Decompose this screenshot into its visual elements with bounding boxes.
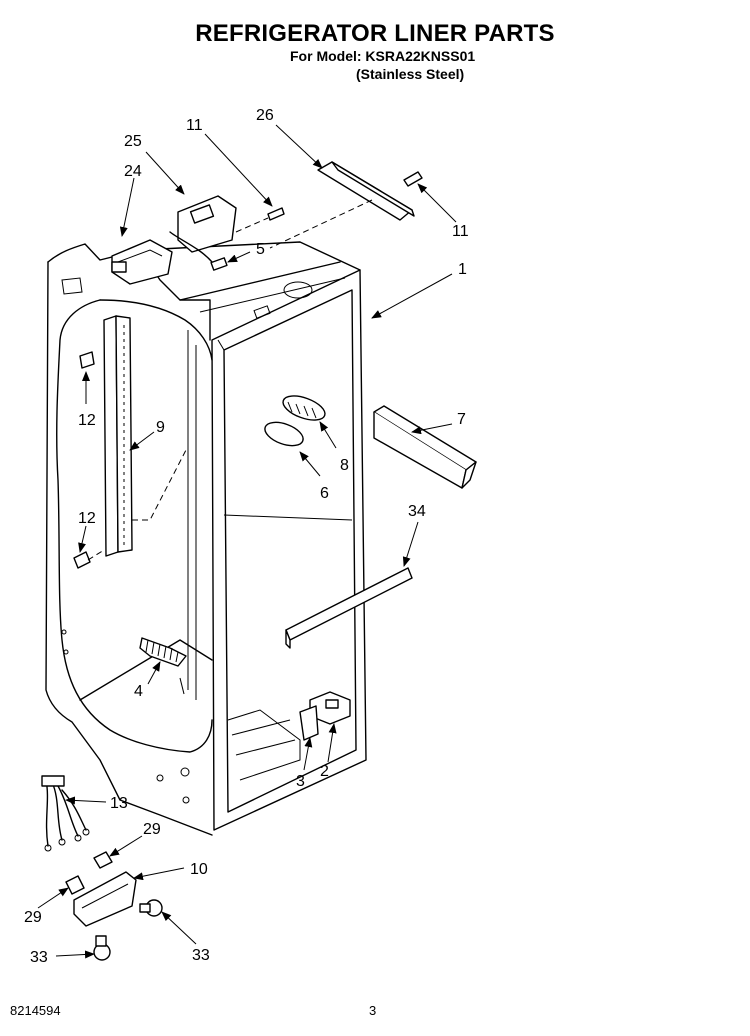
callout-10: 10 [190,861,208,878]
finish-label: (Stainless Steel) [356,66,465,82]
part-11-screw-right [403,171,423,187]
callout-12-upper: 12 [78,412,96,429]
part-4-grille [139,637,187,667]
callout-33-left: 33 [30,949,48,966]
part-12-leader-lower [87,549,105,561]
callout-26: 26 [256,107,274,124]
part-29-clip-right [93,851,113,869]
part-26-channel [317,161,415,221]
part-11-leader-left [235,217,269,233]
part-34-rail [285,567,413,649]
part-26-leader [269,199,373,249]
callout-labels: 1 2 3 4 5 6 7 8 9 10 11 11 12 12 13 24 2… [24,107,469,966]
callout-25: 25 [124,133,142,150]
callout-3: 3 [296,773,305,790]
part-5-harness [169,231,228,271]
leader-lines [37,124,457,959]
part-8-vent [282,395,326,421]
part-33-bulb-right [139,899,163,917]
callout-24: 24 [124,163,142,180]
part-6-label [264,421,304,447]
part-29-clip-left [65,875,85,895]
part-11-screw-left [267,207,285,221]
part-9-leader [132,449,187,521]
part-10-light-housing [73,871,137,927]
liner-outline [45,241,367,836]
callout-5: 5 [256,241,265,258]
callout-2: 2 [320,763,329,780]
callout-7: 7 [457,411,466,428]
part-33-bulb-left [93,935,111,961]
callout-4: 4 [134,683,143,700]
callout-9: 9 [156,419,165,436]
part-25-bracket [177,195,237,253]
part-3-bracket [299,705,319,741]
model-number: For Model: KSRA22KNSS01 [290,48,476,64]
part-4-mark [179,677,185,695]
page-title: REFRIGERATOR LINER PARTS [195,20,555,47]
callout-8: 8 [340,457,349,474]
part-24-housing [111,239,173,285]
page-number: 3 [369,1003,377,1018]
part-12-screw-lower [73,551,91,569]
part-9-rail [103,315,133,557]
callout-11-left: 11 [186,117,203,134]
callout-29-left: 29 [24,909,42,926]
part-13-harness [41,775,90,852]
callout-1: 1 [458,261,467,278]
part-12-screw-upper [79,351,95,369]
callout-6: 6 [320,485,329,502]
callout-29-right: 29 [143,821,161,838]
callout-13: 13 [110,795,128,812]
callout-11-right: 11 [452,223,469,240]
callout-34: 34 [408,503,426,520]
document-number: 8214594 [10,1003,61,1018]
part-7-bracket [373,405,477,489]
callout-12-lower: 12 [78,510,96,527]
callout-33-right: 33 [192,947,210,964]
